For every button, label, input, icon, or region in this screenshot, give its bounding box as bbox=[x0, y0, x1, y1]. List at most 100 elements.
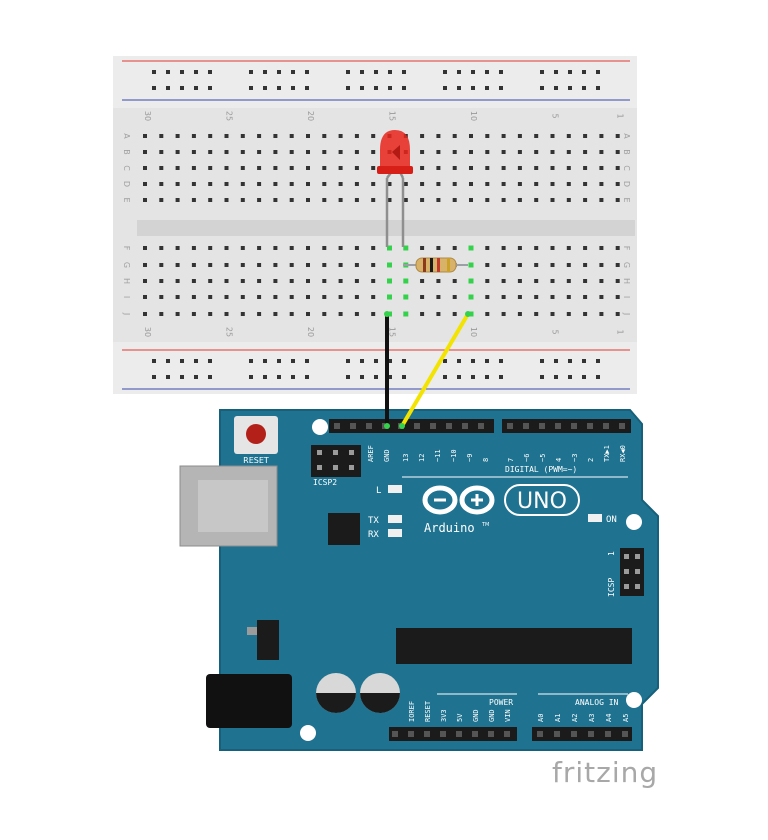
breadboard-hole bbox=[159, 134, 164, 138]
pin-label-gnd: GND bbox=[383, 449, 391, 462]
breadboard-hole bbox=[191, 198, 196, 202]
breadboard-hole bbox=[566, 166, 571, 170]
breadboard-hole bbox=[452, 182, 457, 186]
breadboard-hole bbox=[436, 198, 441, 202]
rail-hole bbox=[208, 70, 212, 74]
row-letter: B bbox=[122, 149, 131, 155]
row-letter: A bbox=[622, 133, 631, 139]
rail-hole bbox=[305, 359, 309, 363]
rail-hole bbox=[291, 86, 295, 90]
rail-hole bbox=[166, 86, 170, 90]
breadboard-hole bbox=[615, 246, 620, 250]
breadboard-hole bbox=[371, 134, 376, 138]
breadboard-hole bbox=[615, 279, 620, 283]
breadboard-hole bbox=[273, 312, 278, 316]
breadboard-hole bbox=[159, 198, 164, 202]
breadboard-hole bbox=[306, 150, 310, 154]
header-pin bbox=[539, 423, 545, 429]
highlighted-hole bbox=[403, 278, 409, 284]
led-tx bbox=[388, 515, 402, 523]
on-label: ON bbox=[606, 515, 617, 525]
breadboard-hole bbox=[534, 263, 539, 267]
led-rx bbox=[388, 529, 402, 537]
breadboard-hole bbox=[273, 263, 278, 267]
breadboard-hole bbox=[566, 182, 571, 186]
breadboard-hole bbox=[599, 166, 604, 170]
header-pin bbox=[366, 423, 372, 429]
breadboard-hole bbox=[485, 134, 490, 138]
breadboard-hole bbox=[273, 182, 278, 186]
breadboard-hole bbox=[583, 263, 588, 267]
rail-hole bbox=[208, 375, 212, 379]
rail-hole bbox=[305, 70, 309, 74]
breadboard-hole bbox=[517, 198, 522, 202]
rail-hole bbox=[249, 359, 253, 363]
row-letter: H bbox=[122, 278, 131, 284]
rail-hole bbox=[485, 375, 489, 379]
breadboard-hole bbox=[517, 279, 522, 283]
breadboard-hole bbox=[371, 182, 376, 186]
rail-hole bbox=[263, 70, 267, 74]
power-pin-label: GND bbox=[488, 709, 496, 722]
rail-hole bbox=[180, 86, 184, 90]
breadboard-hole bbox=[371, 166, 376, 170]
row-letter: J bbox=[622, 312, 631, 315]
highlighted-hole bbox=[468, 245, 474, 251]
breadboard-hole bbox=[517, 246, 522, 250]
breadboard-hole bbox=[501, 182, 506, 186]
rail-hole bbox=[166, 375, 170, 379]
breadboard-hole bbox=[159, 263, 164, 267]
rail-hole bbox=[249, 86, 253, 90]
digital-pin-label: TX▶1 bbox=[603, 445, 611, 462]
breadboard-hole bbox=[387, 198, 392, 202]
breadboard-hole bbox=[338, 246, 343, 250]
rail-hole bbox=[346, 70, 350, 74]
rail-hole bbox=[360, 359, 364, 363]
breadboard-hole bbox=[322, 150, 327, 154]
rail-hole bbox=[596, 375, 600, 379]
breadboard-hole bbox=[615, 134, 620, 138]
icsp-pin1-label: 1 bbox=[607, 551, 616, 556]
breadboard-hole bbox=[436, 150, 441, 154]
breadboard-hole bbox=[240, 166, 245, 170]
reset-button: RESET bbox=[234, 416, 278, 465]
breadboard-hole bbox=[191, 182, 196, 186]
header-pin bbox=[472, 731, 478, 737]
breadboard-hole bbox=[143, 182, 147, 186]
breadboard-hole bbox=[501, 279, 506, 283]
power-pin-label: IOREF bbox=[408, 701, 416, 722]
breadboard-hole bbox=[550, 246, 555, 250]
breadboard-hole bbox=[371, 312, 376, 316]
rail-hole bbox=[152, 70, 156, 74]
breadboard-hole bbox=[420, 198, 425, 202]
rail-hole bbox=[180, 359, 184, 363]
breadboard-hole bbox=[338, 198, 343, 202]
breadboard-hole bbox=[257, 263, 262, 267]
column-number: 10 bbox=[469, 111, 478, 121]
rail-hole bbox=[374, 375, 378, 379]
rail-hole bbox=[443, 70, 447, 74]
breadboard-hole bbox=[517, 263, 522, 267]
rail-hole bbox=[568, 70, 572, 74]
breadboard-hole bbox=[191, 134, 196, 138]
breadboard-hole bbox=[338, 263, 343, 267]
breadboard-hole bbox=[501, 295, 506, 299]
breadboard-hole bbox=[289, 279, 294, 283]
rail-hole bbox=[388, 70, 392, 74]
row-letter: A bbox=[122, 133, 131, 139]
breadboard-hole bbox=[566, 198, 571, 202]
icsp2-label: ICSP2 bbox=[313, 478, 337, 487]
breadboard-hole bbox=[583, 166, 588, 170]
breadboard-hole bbox=[257, 198, 262, 202]
breadboard-hole bbox=[371, 150, 376, 154]
breadboard-hole bbox=[143, 279, 147, 283]
breadboard-hole bbox=[273, 166, 278, 170]
breadboard-hole bbox=[517, 166, 522, 170]
row-letter: I bbox=[122, 296, 131, 298]
breadboard-hole bbox=[517, 295, 522, 299]
breadboard-hole bbox=[354, 246, 359, 250]
rail-hole bbox=[166, 70, 170, 74]
